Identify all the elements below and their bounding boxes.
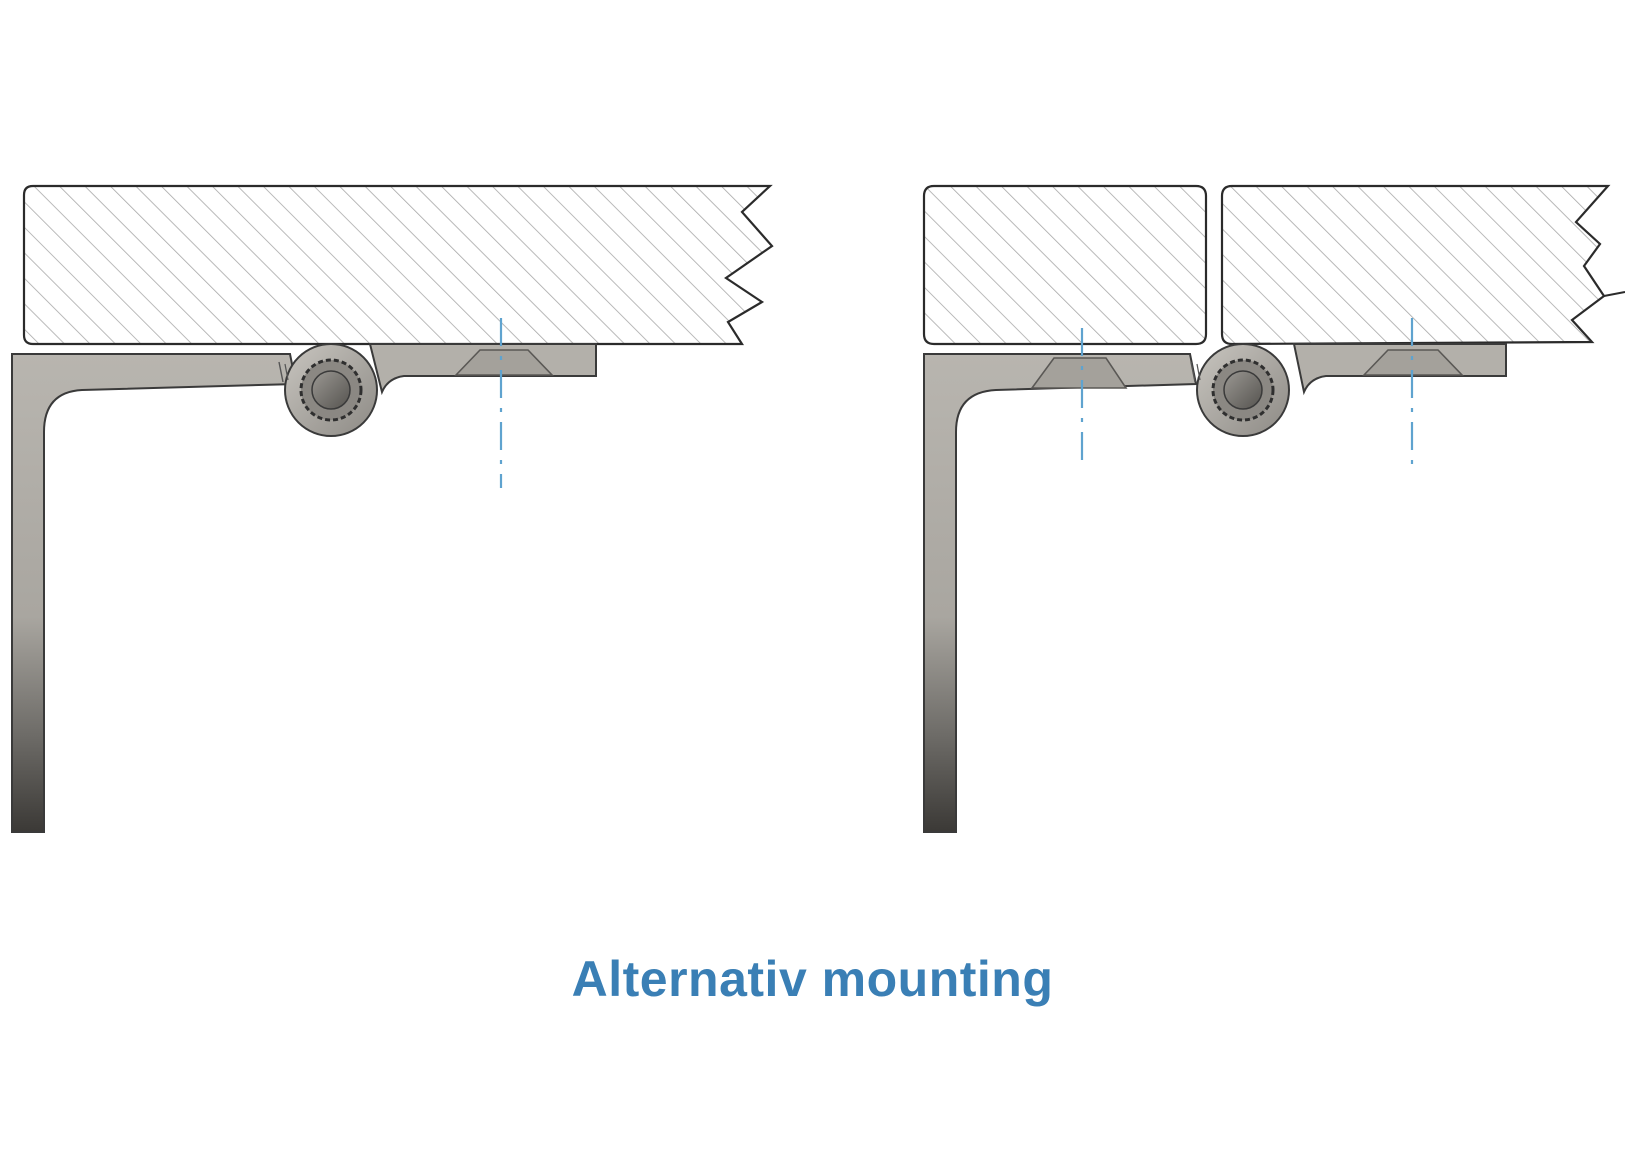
countersink bbox=[1362, 349, 1464, 376]
double-panel-view bbox=[922, 184, 1625, 833]
panel-right bbox=[1220, 184, 1611, 346]
countersink bbox=[454, 349, 554, 376]
diagram-caption: Alternativ mounting bbox=[571, 951, 1054, 1007]
countersink bbox=[1030, 357, 1128, 389]
hinge-bracket bbox=[923, 353, 1198, 833]
panel-left bbox=[922, 184, 1208, 346]
hinge-bracket bbox=[11, 353, 298, 833]
single-panel-view bbox=[11, 184, 774, 833]
hinge-knuckle bbox=[1196, 343, 1290, 437]
hinge-knuckle bbox=[284, 343, 378, 437]
panel bbox=[22, 184, 774, 346]
